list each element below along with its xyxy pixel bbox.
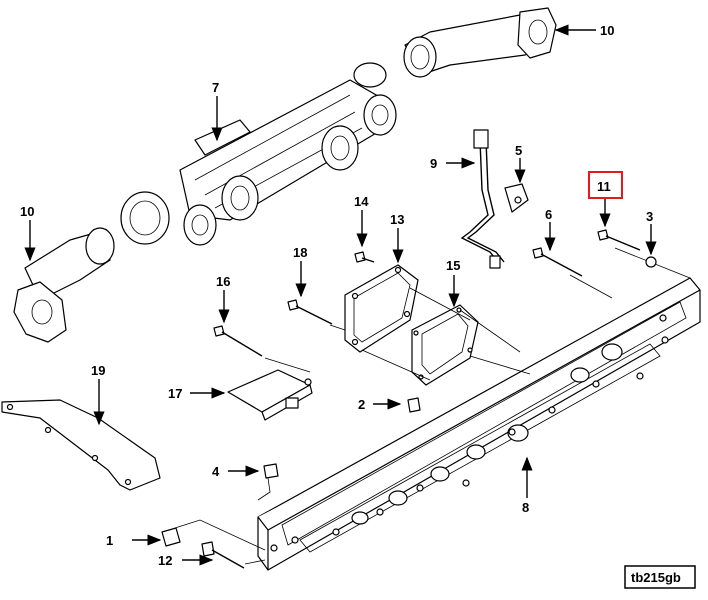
gasket: [411, 304, 479, 386]
bracket: [1, 399, 161, 491]
heat-shield: [227, 369, 313, 421]
slip-joint-ring: [120, 191, 170, 245]
reference-code: tb215gb: [631, 570, 681, 585]
callout-19: 19: [91, 363, 105, 378]
callout-15: 15: [446, 258, 460, 273]
callout-2: 2: [358, 397, 365, 412]
assembly-lines: [174, 247, 691, 565]
callout-3: 3: [646, 209, 653, 224]
callout-9: 9: [430, 156, 437, 171]
callout-12: 12: [158, 553, 172, 568]
callout-10-lower: 10: [20, 204, 34, 219]
callout-labels: 1 2 3 4 5 6 7 8 9 10 10 11 12 13 14 15 1…: [20, 23, 653, 568]
exhaust-elbow-upper: [403, 7, 557, 78]
callout-4: 4: [212, 464, 220, 479]
fasteners: [161, 229, 657, 569]
callout-10-upper: 10: [600, 23, 614, 38]
callout-8: 8: [522, 500, 529, 515]
callout-arrows: [24, 24, 657, 566]
tube-clamp: [504, 183, 529, 213]
callout-13: 13: [390, 212, 404, 227]
tube-assembly: [460, 129, 505, 269]
manifold-bolt-holes: [270, 314, 669, 552]
exhaust-manifold: [179, 62, 397, 246]
manifold-body: [257, 277, 701, 571]
cover-plate: [344, 264, 419, 353]
exhaust-elbow-lower: [13, 227, 115, 343]
callout-16: 16: [216, 274, 230, 289]
callout-17: 17: [168, 386, 182, 401]
callout-18: 18: [293, 245, 307, 260]
callout-1: 1: [106, 533, 113, 548]
callout-6: 6: [545, 207, 552, 222]
callout-14: 14: [354, 194, 369, 209]
highlight-box: [588, 171, 623, 199]
callout-11: 11: [597, 179, 611, 194]
manifold-ports: [351, 343, 623, 525]
reference-tag: tb215gb: [624, 565, 696, 589]
callout-7: 7: [212, 80, 219, 95]
callout-5: 5: [515, 143, 522, 158]
